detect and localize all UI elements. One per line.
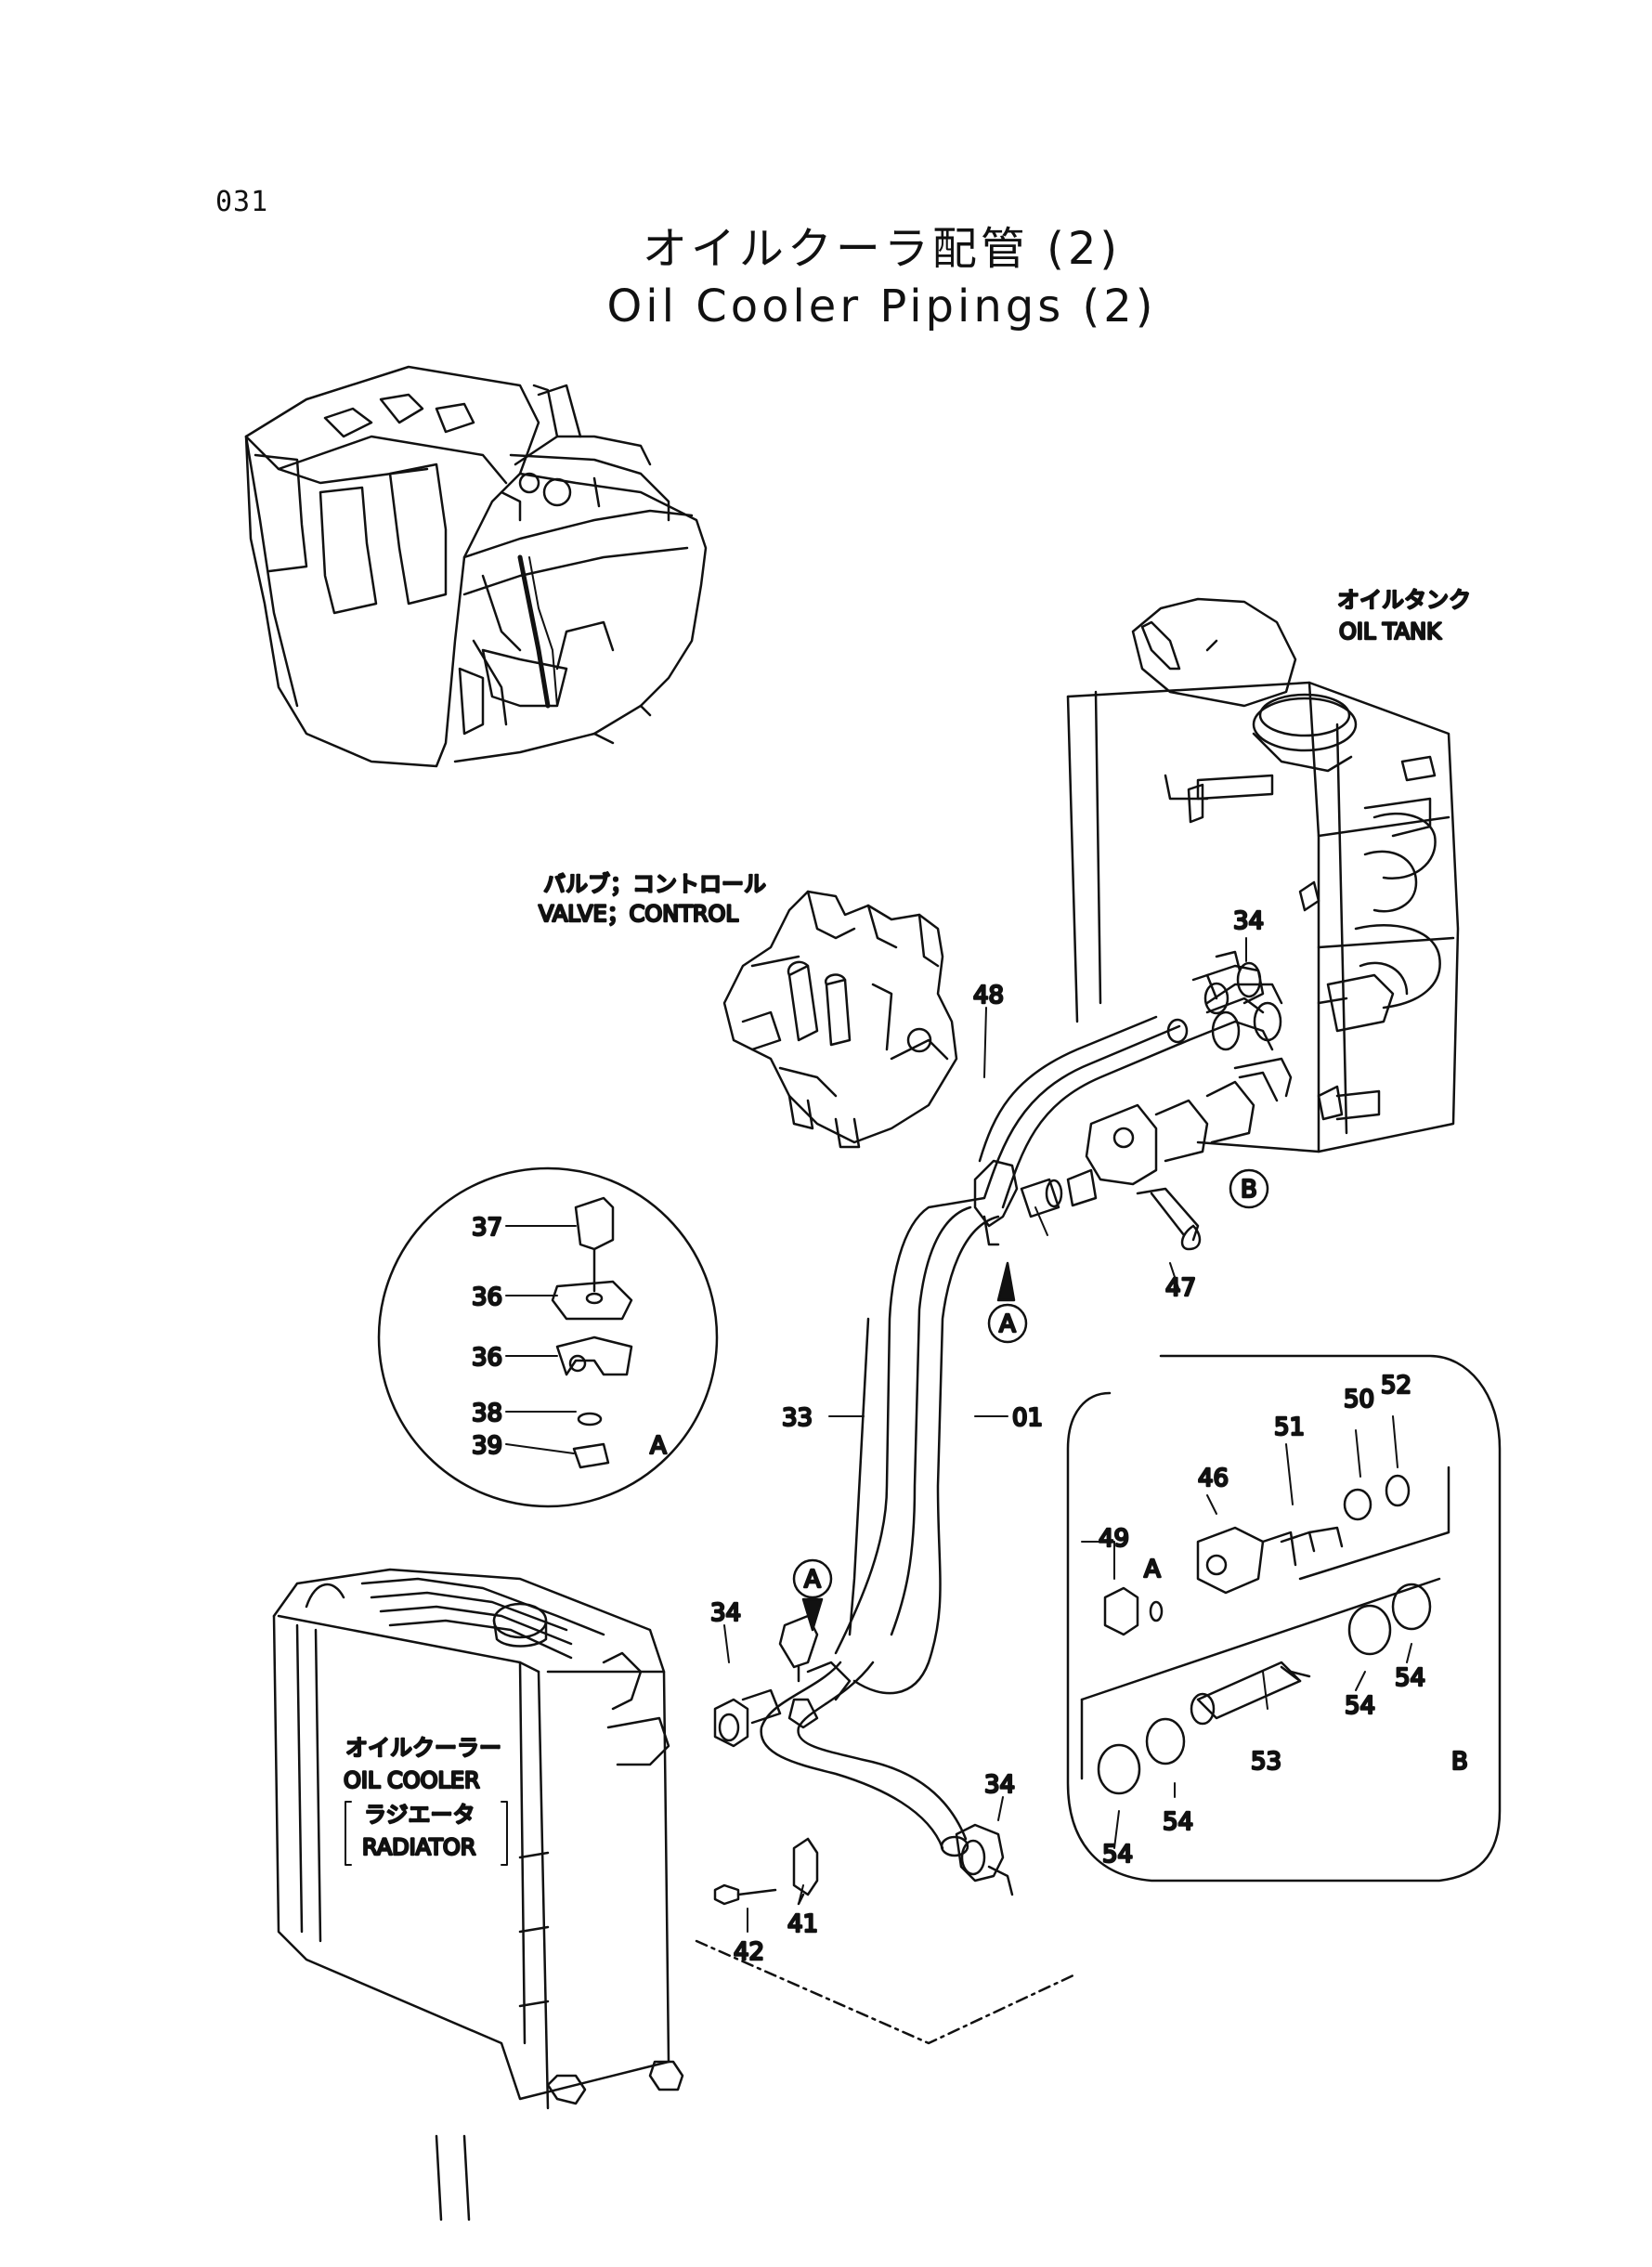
radiator-label-jp: ラジエータ [364,1802,475,1828]
pointer-a-upper: A [999,1310,1016,1338]
detail-circle-a [377,1166,719,1508]
callout-33: 33 [782,1404,813,1432]
control-valve-label-en: VALVE；CONTROL [539,901,738,927]
detail-a-tag: A [650,1432,667,1460]
callout-34-lower: 34 [984,1771,1015,1799]
callout-34-radiator: 34 [710,1599,741,1627]
callout-54-c: 54 [1163,1808,1193,1836]
oil-tank-label-jp: オイルタンク [1337,587,1471,613]
callout-34: 34 [1233,907,1264,935]
callout-36-lower: 36 [472,1344,502,1372]
pointer-a-lower: A [804,1566,821,1594]
oil-tank-label-en: OIL TANK [1339,619,1442,645]
detail-b-a-ref: A [1144,1556,1161,1583]
detail-a-leaders [505,1225,577,1454]
oil-cooler-label-en: OIL COOLER [344,1767,480,1793]
oil-cooler-label-jp: オイルクーラー [345,1735,501,1761]
callout-01: 01 [1012,1404,1043,1432]
detail-circle-b [1066,1354,1502,1883]
pointer-marks [792,1168,1269,1632]
radiator-label-en: RADIATOR [362,1834,475,1860]
detail-b-tag: B [1451,1748,1468,1776]
title-japanese: オイルクーラ配管 (2) [642,223,1122,275]
callout-52: 52 [1381,1372,1411,1400]
callout-54-a: 54 [1345,1692,1375,1720]
callout-48: 48 [973,982,1004,1010]
callout-54-d: 54 [1102,1841,1133,1869]
pointer-b: B [1241,1176,1257,1204]
callout-50: 50 [1344,1386,1374,1414]
excavator-overview-illustration [244,365,708,768]
control-valve-illustration [722,890,958,1149]
callout-46: 46 [1198,1465,1229,1492]
title-block: オイルクーラ配管 (2) Oil Cooler Pipings (2) [0,212,1652,332]
title-english: Oil Cooler Pipings (2) [606,280,1157,332]
callout-51: 51 [1274,1414,1305,1441]
leader-lines [723,937,1412,1933]
pipe-01-33-illustration [760,1015,1190,1857]
control-valve-label-jp: バルブ；コントロール [543,871,766,897]
callout-37: 37 [472,1214,502,1242]
callout-42: 42 [734,1938,764,1966]
callout-54-b: 54 [1395,1664,1425,1692]
callout-38: 38 [472,1400,502,1427]
callout-41: 41 [787,1910,818,1938]
callout-39: 39 [472,1432,502,1460]
callout-53: 53 [1251,1748,1281,1776]
callout-36-upper: 36 [472,1283,502,1311]
oil-tank-illustration [1066,597,1460,1153]
callout-49: 49 [1099,1525,1129,1553]
mounting-lines [695,1466,1450,2045]
callout-47: 47 [1165,1274,1196,1302]
page-number: 031 [215,186,269,218]
clamp-fittings-illustration [713,950,1293,1906]
oil-cooler-radiator-illustration [272,1568,684,2221]
